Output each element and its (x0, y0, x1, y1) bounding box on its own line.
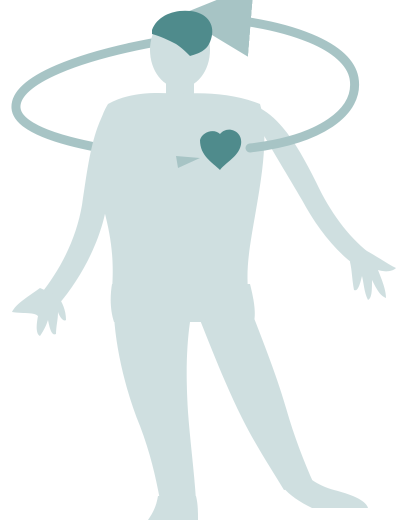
human-body (12, 12, 396, 520)
left-leg (114, 316, 196, 500)
left-foot (148, 496, 198, 520)
right-hand (350, 246, 396, 300)
torso (97, 93, 264, 290)
right-foot (282, 480, 368, 508)
hips (111, 284, 255, 322)
right-leg (200, 318, 314, 490)
